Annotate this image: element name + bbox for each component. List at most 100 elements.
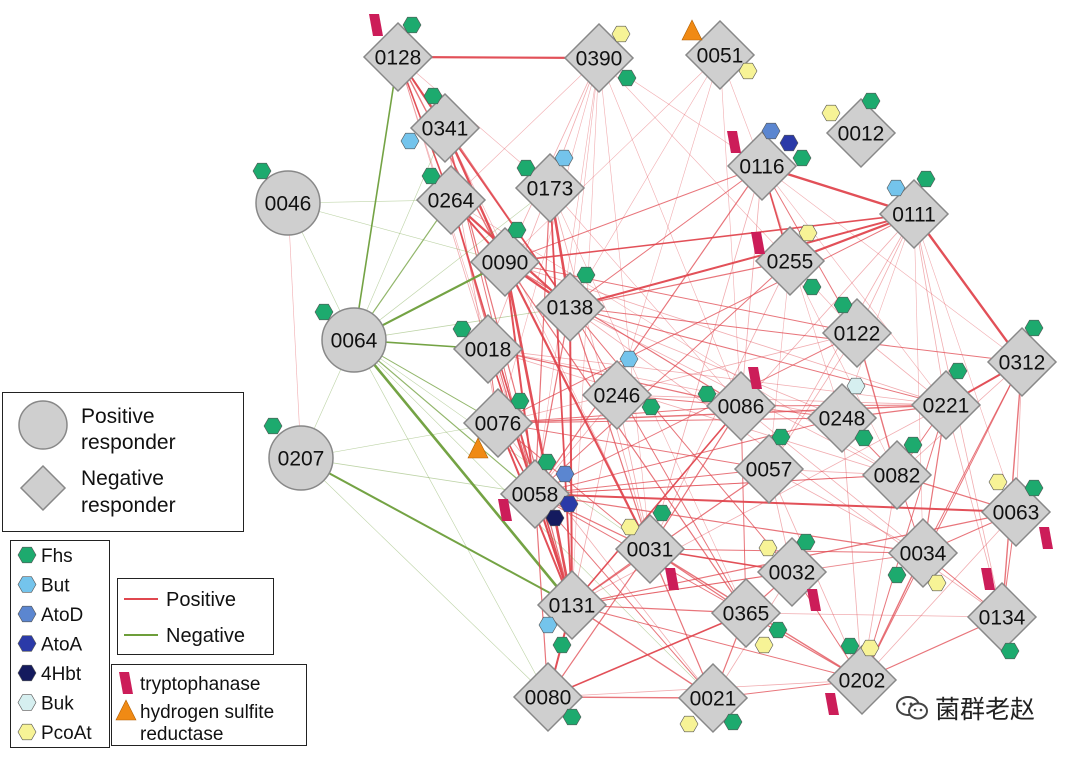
- node-0116[interactable]: 0116: [726, 130, 798, 202]
- node-label: 0131: [549, 595, 596, 618]
- edge-0122-0058: [534, 332, 858, 495]
- marker-but-0246: [619, 350, 639, 368]
- node-0051[interactable]: 0051: [684, 19, 756, 91]
- node-0082[interactable]: 0082: [861, 439, 933, 511]
- negative-responder-node: [452, 313, 524, 385]
- edge-0051-0090: [504, 54, 721, 263]
- legend-fhs-label: Fhs: [41, 546, 73, 567]
- legend-negative-edge-label: Negative: [166, 625, 245, 647]
- edge-0207-0131: [300, 457, 573, 606]
- edge-0138-0248: [569, 306, 843, 419]
- node-0057[interactable]: 0057: [733, 433, 805, 505]
- marker-fhs-0255: [802, 278, 822, 296]
- edge-0064-0173: [353, 187, 551, 341]
- marker-trp-0128: [369, 14, 383, 36]
- edge-0111-0090: [504, 213, 915, 263]
- edge-0086-0034: [740, 405, 924, 554]
- edge-0128-0064: [353, 56, 399, 341]
- node-label: 0012: [838, 123, 885, 146]
- node-label: 0341: [422, 118, 469, 141]
- node-0221[interactable]: 0221: [910, 369, 982, 441]
- node-label: 0090: [482, 252, 529, 275]
- edge-0131-0202: [571, 604, 863, 681]
- node-0064[interactable]: 0064: [321, 307, 387, 373]
- edge-0090-0365: [504, 261, 747, 614]
- marker-fhs-0032: [796, 533, 816, 551]
- node-0134[interactable]: 0134: [966, 581, 1038, 653]
- marker-trp-0255: [751, 232, 765, 254]
- marker-pco-0032: [758, 539, 778, 557]
- node-0046[interactable]: 0046: [255, 170, 321, 236]
- marker-trp-0116: [727, 131, 741, 153]
- node-label: 0018: [465, 339, 512, 362]
- marker-fhs-0063: [1024, 479, 1044, 497]
- node-0018[interactable]: 0018: [452, 313, 524, 385]
- edge-0051-0246: [616, 54, 721, 396]
- negative-responder-node: [684, 19, 756, 91]
- node-0012[interactable]: 0012: [825, 97, 897, 169]
- legend-but-label: But: [41, 576, 70, 597]
- node-0202[interactable]: 0202: [826, 644, 898, 716]
- node-label: 0111: [892, 204, 936, 227]
- edge-0390-0138: [569, 57, 600, 308]
- edge-0076-0207: [300, 422, 499, 459]
- node-0255[interactable]: 0255: [754, 225, 826, 297]
- positive-responder-label: Positive responder: [81, 405, 176, 454]
- node-0341[interactable]: 0341: [409, 92, 481, 164]
- legend-atoa-icon: [17, 635, 37, 652]
- edge-0138-0221: [569, 306, 947, 406]
- marker-trp-0134: [981, 568, 995, 590]
- node-0312[interactable]: 0312: [986, 326, 1058, 398]
- edges-layer: [287, 54, 1023, 699]
- marker-trp-0202: [825, 693, 839, 715]
- node-0034[interactable]: 0034: [887, 517, 959, 589]
- edge-0111-0312: [913, 213, 1023, 363]
- marker-fhs-0221: [948, 362, 968, 380]
- marker-pco-0034: [927, 574, 947, 592]
- negative-responder-node: [986, 326, 1058, 398]
- edge-0076-0248: [497, 417, 843, 424]
- edge-0058-0063: [534, 493, 1017, 513]
- edge-0058-0080: [534, 493, 549, 698]
- edge-0086-0131: [571, 405, 742, 606]
- negative-responder-node: [878, 178, 950, 250]
- marker-fhs-0064: [314, 303, 334, 321]
- marker-fhs-0012: [861, 92, 881, 110]
- marker-trp-0086: [748, 367, 762, 389]
- edge-0390-0086: [598, 57, 742, 407]
- edge-0111-0076: [497, 213, 915, 424]
- edge-0131-0021: [571, 604, 714, 699]
- edge-0116-0031: [649, 165, 763, 550]
- watermark-text: 菌群老赵: [935, 695, 1036, 724]
- node-label: 0202: [839, 670, 886, 693]
- node-0365[interactable]: 0365: [710, 577, 782, 649]
- marker-pco-0390: [611, 25, 631, 43]
- marker-h2s-0051: [681, 19, 703, 41]
- marker-fhs-0090: [507, 221, 527, 239]
- edge-0090-0086: [504, 261, 742, 407]
- positive-responder-node: [321, 307, 387, 373]
- legend-buk-label: Buk: [41, 694, 74, 715]
- node-0122[interactable]: 0122: [821, 297, 893, 369]
- node-0090[interactable]: 0090: [469, 226, 541, 298]
- edge-0064-0131: [352, 339, 574, 606]
- edge-0312-0202: [861, 361, 1023, 681]
- node-0128[interactable]: 0128: [362, 21, 434, 93]
- edge-0116-0058: [534, 165, 763, 495]
- marker-fhs-0057: [771, 428, 791, 446]
- edge-0138-0312: [569, 306, 1023, 363]
- marker-fhs-0248: [854, 429, 874, 447]
- node-0138[interactable]: 0138: [534, 271, 606, 343]
- edge-0207-0046: [287, 202, 302, 459]
- node-0111[interactable]: 0111: [878, 178, 950, 250]
- wechat-logo-icon: [895, 694, 929, 728]
- node-label: 0046: [265, 193, 312, 216]
- node-0246[interactable]: 0246: [581, 359, 653, 431]
- edge-0138-0031: [569, 306, 651, 550]
- marker-fhs-0018: [452, 320, 472, 338]
- edge-0090-0031: [504, 261, 651, 550]
- node-0207[interactable]: 0207: [268, 425, 334, 491]
